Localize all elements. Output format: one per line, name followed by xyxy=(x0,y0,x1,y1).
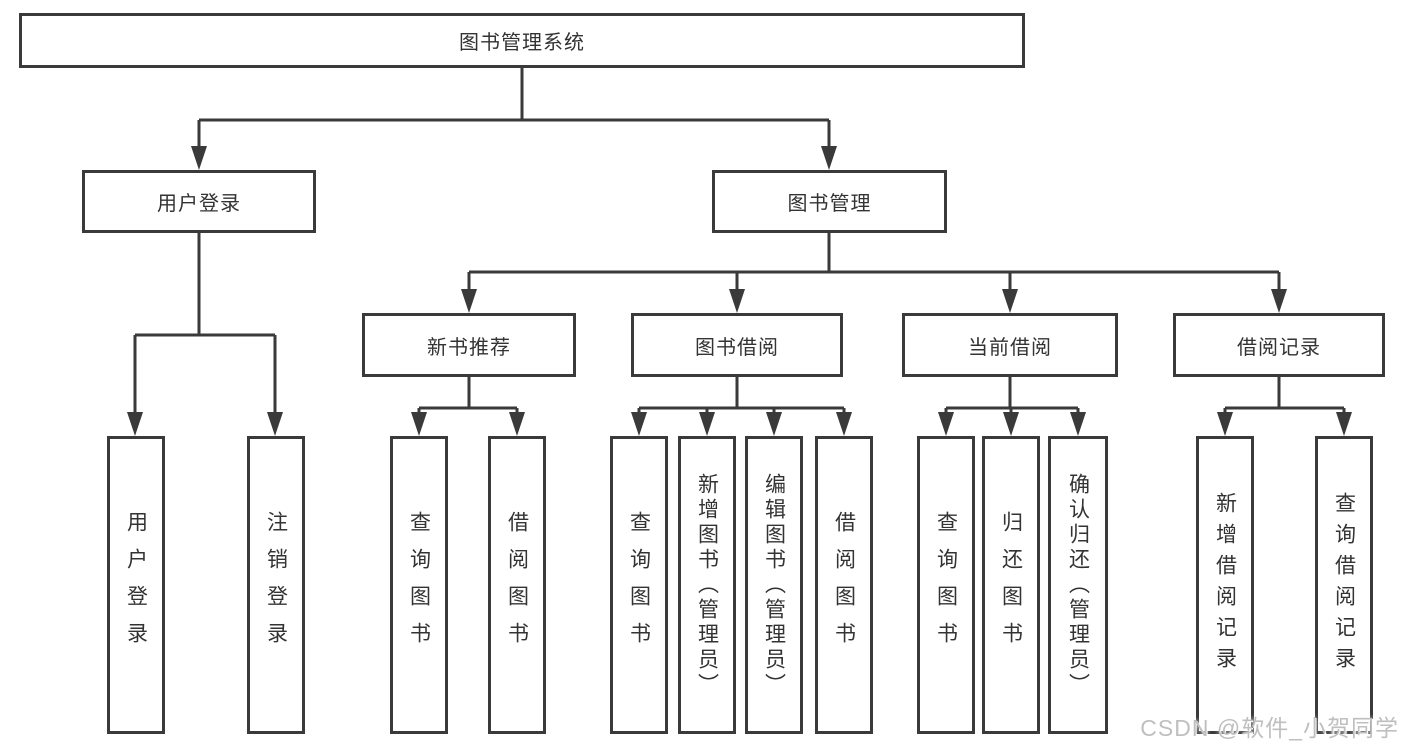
leaf-add-book-admin: 新增图书（管理员） xyxy=(678,436,736,734)
leaf-user-login: 用户登录 xyxy=(107,436,165,734)
node-root-label: 图书管理系统 xyxy=(459,32,585,54)
leaf-borrow-books-borrow: 借阅图书 xyxy=(815,436,873,734)
arrowheads xyxy=(127,146,1352,436)
leaf-query-borrow-record-label: 查询借阅记录 xyxy=(1332,492,1356,678)
leaf-logout-login: 注销登录 xyxy=(247,436,305,734)
leaf-borrow-books-recommend: 借阅图书 xyxy=(488,436,546,734)
node-root-system: 图书管理系统 xyxy=(19,13,1025,68)
node-book-management-label: 图书管理 xyxy=(787,193,872,215)
node-new-book-recommend-label: 新书推荐 xyxy=(427,336,511,359)
leaf-return-books: 归还图书 xyxy=(982,436,1040,734)
leaf-add-book-admin-label: 新增图书（管理员） xyxy=(695,472,719,698)
leaf-confirm-return-admin-label: 确认归还（管理员） xyxy=(1066,472,1090,698)
node-current-borrow-label: 当前借阅 xyxy=(968,336,1052,359)
leaf-query-books-recommend: 查询图书 xyxy=(390,436,448,734)
leaf-add-borrow-record-label: 新增借阅记录 xyxy=(1213,492,1237,678)
leaf-query-borrow-record: 查询借阅记录 xyxy=(1315,436,1373,734)
node-borrow-records: 借阅记录 xyxy=(1173,313,1385,377)
leaf-logout-login-label: 注销登录 xyxy=(264,511,288,659)
leaf-edit-book-admin: 编辑图书（管理员） xyxy=(745,436,803,734)
leaf-query-books-borrow-label: 查询图书 xyxy=(627,511,651,659)
leaf-query-books-current: 查询图书 xyxy=(917,436,975,734)
leaf-add-borrow-record: 新增借阅记录 xyxy=(1196,436,1254,734)
node-borrow-records-label: 借阅记录 xyxy=(1237,336,1321,359)
node-book-management: 图书管理 xyxy=(712,170,947,233)
node-user-login: 用户登录 xyxy=(82,170,316,233)
node-book-borrow: 图书借阅 xyxy=(631,313,843,377)
leaf-query-books-current-label: 查询图书 xyxy=(934,511,958,659)
node-user-login-label: 用户登录 xyxy=(157,193,241,215)
node-book-borrow-label: 图书借阅 xyxy=(695,336,779,359)
leaf-user-login-label: 用户登录 xyxy=(124,511,148,659)
node-current-borrow: 当前借阅 xyxy=(902,313,1118,377)
node-new-book-recommend: 新书推荐 xyxy=(362,313,576,377)
leaf-borrow-books-borrow-label: 借阅图书 xyxy=(832,511,856,659)
leaf-edit-book-admin-label: 编辑图书（管理员） xyxy=(762,472,786,698)
leaf-query-books-recommend-label: 查询图书 xyxy=(407,511,431,659)
leaf-query-books-borrow: 查询图书 xyxy=(610,436,668,734)
leaf-borrow-books-recommend-label: 借阅图书 xyxy=(505,511,529,659)
leaf-return-books-label: 归还图书 xyxy=(999,511,1023,659)
leaf-confirm-return-admin: 确认归还（管理员） xyxy=(1048,436,1108,734)
